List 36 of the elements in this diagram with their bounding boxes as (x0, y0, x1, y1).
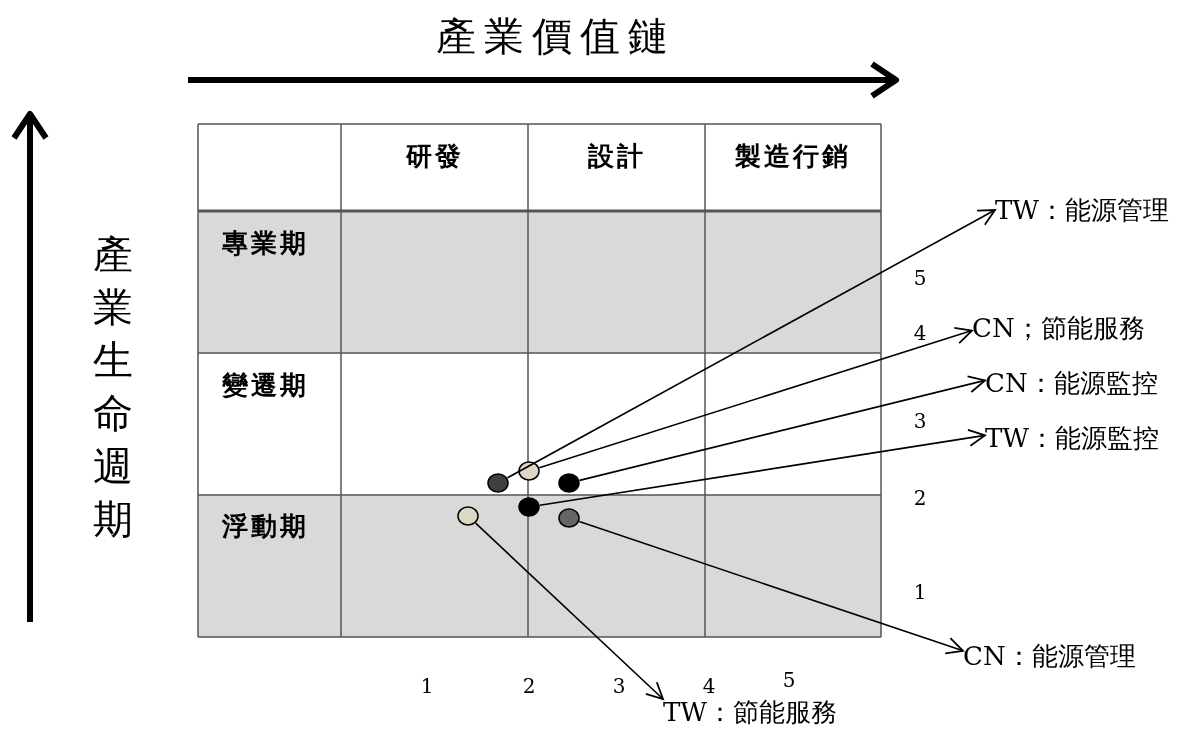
dot-marker (457, 506, 479, 526)
axis-title: 產業生命週期 (93, 230, 133, 544)
scale-number: 5 (782, 670, 796, 690)
dot-marker (558, 473, 580, 493)
arrow (578, 520, 964, 655)
arrow (578, 375, 986, 482)
annotation-text: TW：節能服務 (663, 699, 838, 725)
scale-number: 2 (913, 488, 927, 508)
scale-number: 4 (913, 323, 927, 343)
scale-number: 1 (913, 582, 927, 602)
dot-marker (558, 508, 580, 528)
column-header: 設計 (588, 143, 646, 169)
scale-number: 1 (420, 676, 434, 696)
axis-title: 產業價值鏈 (436, 16, 676, 56)
scale-number: 2 (522, 676, 536, 696)
arrow (538, 326, 973, 469)
column-header: 研發 (406, 143, 464, 169)
dot-marker (518, 497, 540, 517)
arrow (474, 522, 664, 700)
row-header: 變遷期 (222, 372, 309, 398)
arrow (539, 429, 986, 507)
arrow (506, 209, 996, 479)
annotation-text: TW：能源監控 (985, 425, 1160, 451)
scale-number: 5 (913, 268, 927, 288)
row-header: 浮動期 (222, 513, 309, 539)
scale-number: 3 (913, 411, 927, 431)
column-header: 製造行銷 (735, 143, 851, 169)
scale-number: 3 (612, 676, 626, 696)
dot-marker (487, 473, 509, 493)
row-header: 專業期 (222, 230, 309, 256)
annotation-text: CN：能源管理 (963, 643, 1136, 669)
annotation-text: CN；節能服務 (972, 315, 1145, 341)
annotation-text: TW：能源管理 (995, 197, 1170, 223)
dot-marker (518, 461, 540, 481)
annotation-text: CN：能源監控 (985, 370, 1158, 396)
scale-number: 4 (702, 676, 716, 696)
